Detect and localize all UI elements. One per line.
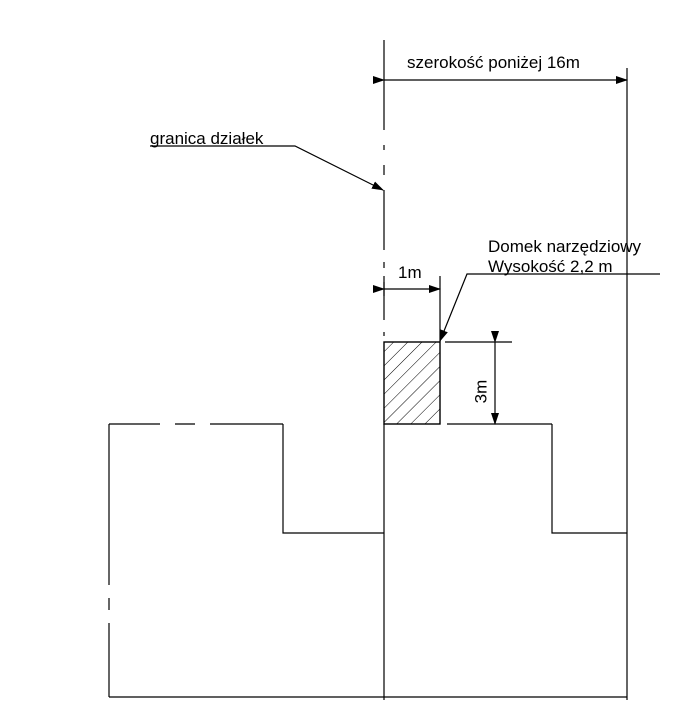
width-dimension-label: szerokość poniżej 16m [407,53,580,72]
right-building-outline [384,423,627,698]
boundary-leader [150,145,384,191]
shed-height-label: Wysokość 2,2 m [488,257,613,276]
shed-depth-label: 3m [471,379,491,404]
boundary-label: granica działek [150,129,264,148]
shed-leader [439,273,660,342]
tool-shed [383,341,441,425]
left-building-outline [108,423,384,698]
shed-name-label: Domek narzędziowy [488,237,642,256]
shed-width-label: 1m [398,263,422,282]
